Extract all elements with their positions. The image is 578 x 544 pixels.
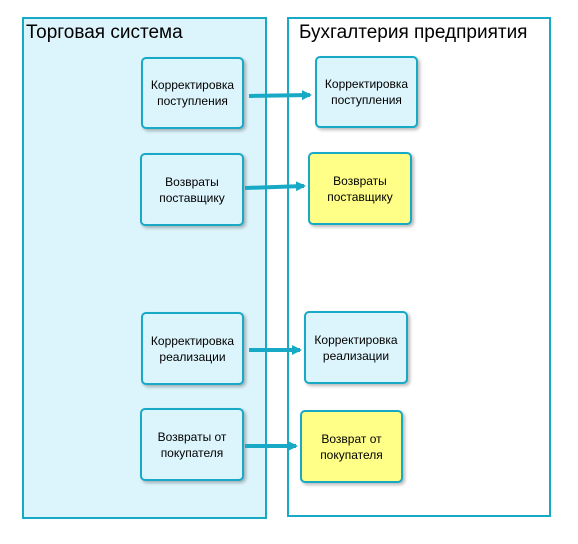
acc-supplier-returns-label: Возвраты поставщику [327,173,393,204]
acc-sales-correction-box[interactable]: Корректировка реализации [304,311,408,384]
acc-customer-returns-box[interactable]: Возврат от покупателя [300,410,403,483]
trade-receipt-correction-box[interactable]: Корректировка поступления [141,57,244,129]
trade-sales-correction-box[interactable]: Корректировка реализации [141,312,244,385]
trade-sales-correction-label: Корректировка реализации [150,333,235,364]
trade-supplier-returns-label: Возвраты поставщику [159,174,225,205]
acc-receipt-correction-label: Корректировка поступления [324,77,409,107]
trade-supplier-returns-box[interactable]: Возвраты поставщику [140,153,244,226]
accounting-title: Бухгалтерия предприятия [299,22,528,43]
acc-supplier-returns-box[interactable]: Возвраты поставщику [308,152,412,225]
acc-sales-correction-label: Корректировка реализации [314,332,398,363]
trade-customer-returns-label: Возвраты от покупателя [157,429,227,460]
acc-customer-returns-label: Возврат от покупателя [320,431,383,462]
acc-receipt-correction-box[interactable]: Корректировка поступления [315,56,418,128]
trade-system-title: Торговая система [26,22,183,43]
trade-receipt-correction-label: Корректировка поступления [150,78,235,108]
trade-customer-returns-box[interactable]: Возвраты от покупателя [140,408,244,481]
